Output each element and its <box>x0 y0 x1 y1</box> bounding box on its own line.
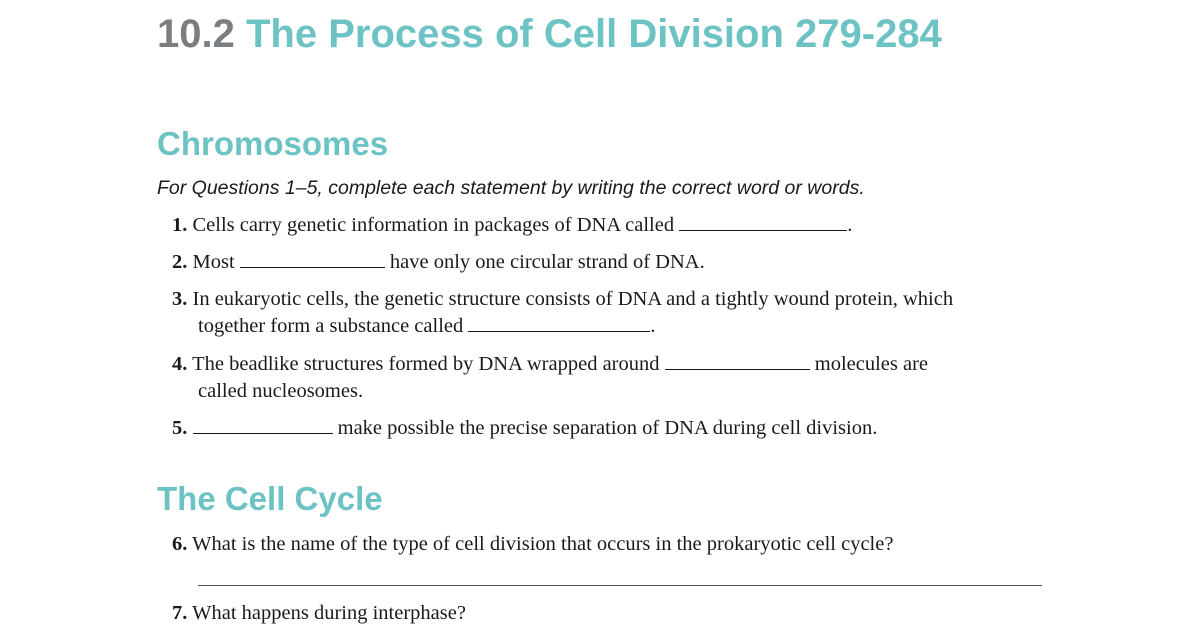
question-1: 1. Cells carry genetic information in pa… <box>172 212 852 239</box>
question-number: 6. <box>172 533 188 555</box>
question-text: Cells carry genetic information in packa… <box>192 214 675 236</box>
question-number: 5. <box>172 417 188 439</box>
page-title: 10.2 The Process of Cell Division 279-28… <box>157 10 942 58</box>
question-text-end: molecules are <box>814 353 929 375</box>
answer-line[interactable] <box>198 585 1042 586</box>
question-text-end: have only one circular strand of DNA. <box>389 251 705 273</box>
question-3: 3. In eukaryotic cells, the genetic stru… <box>172 286 953 340</box>
answer-blank[interactable] <box>468 313 651 332</box>
section-heading-cell-cycle: The Cell Cycle <box>157 480 383 517</box>
question-text: The beadlike structures formed by DNA wr… <box>192 353 660 375</box>
answer-blank[interactable] <box>679 212 848 231</box>
question-number: 1. <box>172 214 188 236</box>
question-number: 2. <box>172 251 188 273</box>
question-text-continued: together form a substance called <box>198 315 464 337</box>
answer-blank[interactable] <box>239 249 385 268</box>
title-section-number: 10.2 <box>157 12 235 56</box>
question-number: 7. <box>172 602 188 624</box>
question-text: make possible the precise separation of … <box>337 417 878 439</box>
question-6: 6. What is the name of the type of cell … <box>172 531 893 558</box>
answer-blank[interactable] <box>192 415 333 434</box>
question-2: 2. Most have only one circular strand of… <box>172 249 705 276</box>
question-number: 4. <box>172 353 188 375</box>
question-number: 3. <box>172 288 188 310</box>
question-text: What happens during interphase? <box>192 602 466 624</box>
question-7: 7. What happens during interphase? <box>172 600 466 627</box>
instructions: For Questions 1–5, complete each stateme… <box>157 177 865 199</box>
question-text: In eukaryotic cells, the genetic structu… <box>192 288 954 310</box>
question-text-continued: called nucleosomes. <box>198 380 364 402</box>
answer-blank[interactable] <box>664 351 810 370</box>
title-text: The Process of Cell Division 279-284 <box>245 12 942 56</box>
question-4: 4. The beadlike structures formed by DNA… <box>172 351 928 405</box>
section-heading-chromosomes: Chromosomes <box>157 125 389 162</box>
question-text: Most <box>192 251 235 273</box>
question-text: What is the name of the type of cell div… <box>192 533 894 555</box>
question-text-end: . <box>650 315 656 337</box>
question-text-end: . <box>847 214 853 236</box>
question-5: 5. make possible the precise separation … <box>172 415 877 442</box>
